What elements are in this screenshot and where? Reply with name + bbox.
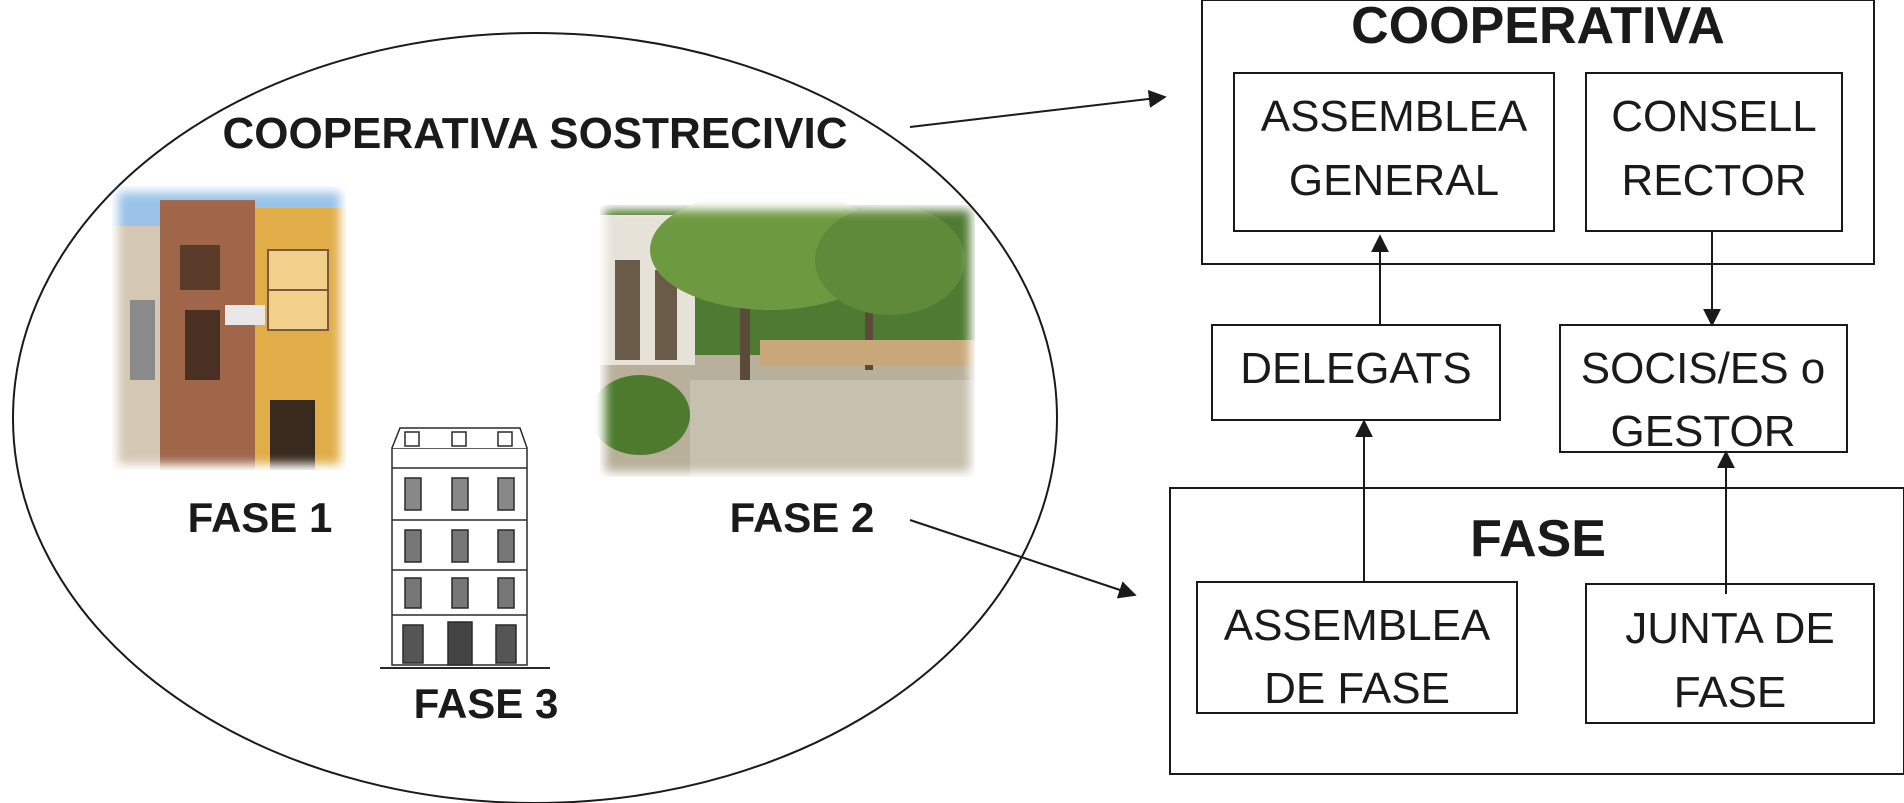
cooperativa-box bbox=[1201, 0, 1875, 265]
consell-rector-box bbox=[1585, 72, 1843, 232]
fase3-building-engraving bbox=[380, 427, 550, 669]
consell-rector-line1: CONSELL bbox=[1611, 92, 1816, 141]
delegats-box bbox=[1211, 324, 1501, 421]
junta-fase-line1: JUNTA DE bbox=[1625, 604, 1834, 653]
socis-gestor-box bbox=[1559, 324, 1848, 453]
consell-rector-line2: RECTOR bbox=[1622, 156, 1807, 205]
arrow-to-cooperativa bbox=[909, 89, 1167, 128]
assemblea-general-line1: ASSEMBLEA bbox=[1261, 92, 1528, 141]
assemblea-general-box bbox=[1233, 72, 1555, 232]
socis-gestor-line1: SOCIS/ES o bbox=[1581, 344, 1826, 393]
arrow-to-fase bbox=[909, 519, 1137, 599]
fase1-building-photo bbox=[112, 186, 346, 470]
cooperativa-title: COOPERATIVA bbox=[1351, 0, 1725, 55]
socis-gestor-line2: GESTOR bbox=[1610, 407, 1795, 456]
fase2-courtyard-photo bbox=[590, 190, 975, 477]
assemblea-general-line2: GENERAL bbox=[1289, 156, 1499, 205]
assemblea-fase-line2: DE FASE bbox=[1264, 664, 1450, 713]
fase1-label: FASE 1 bbox=[188, 494, 333, 541]
fase-box bbox=[1169, 487, 1904, 775]
fase-title: FASE bbox=[1470, 510, 1606, 568]
fase3-label: FASE 3 bbox=[414, 680, 559, 727]
assemblea-fase-box bbox=[1196, 581, 1518, 714]
cooperative-ellipse bbox=[12, 32, 1058, 803]
delegats-label: DELEGATS bbox=[1240, 344, 1471, 393]
assemblea-fase-line1: ASSEMBLEA bbox=[1224, 601, 1491, 650]
junta-fase-line2: FASE bbox=[1674, 668, 1787, 717]
ellipse-title: COOPERATIVA SOSTRECIVIC bbox=[222, 109, 847, 158]
fase2-label: FASE 2 bbox=[730, 494, 875, 541]
junta-fase-box bbox=[1585, 583, 1875, 724]
